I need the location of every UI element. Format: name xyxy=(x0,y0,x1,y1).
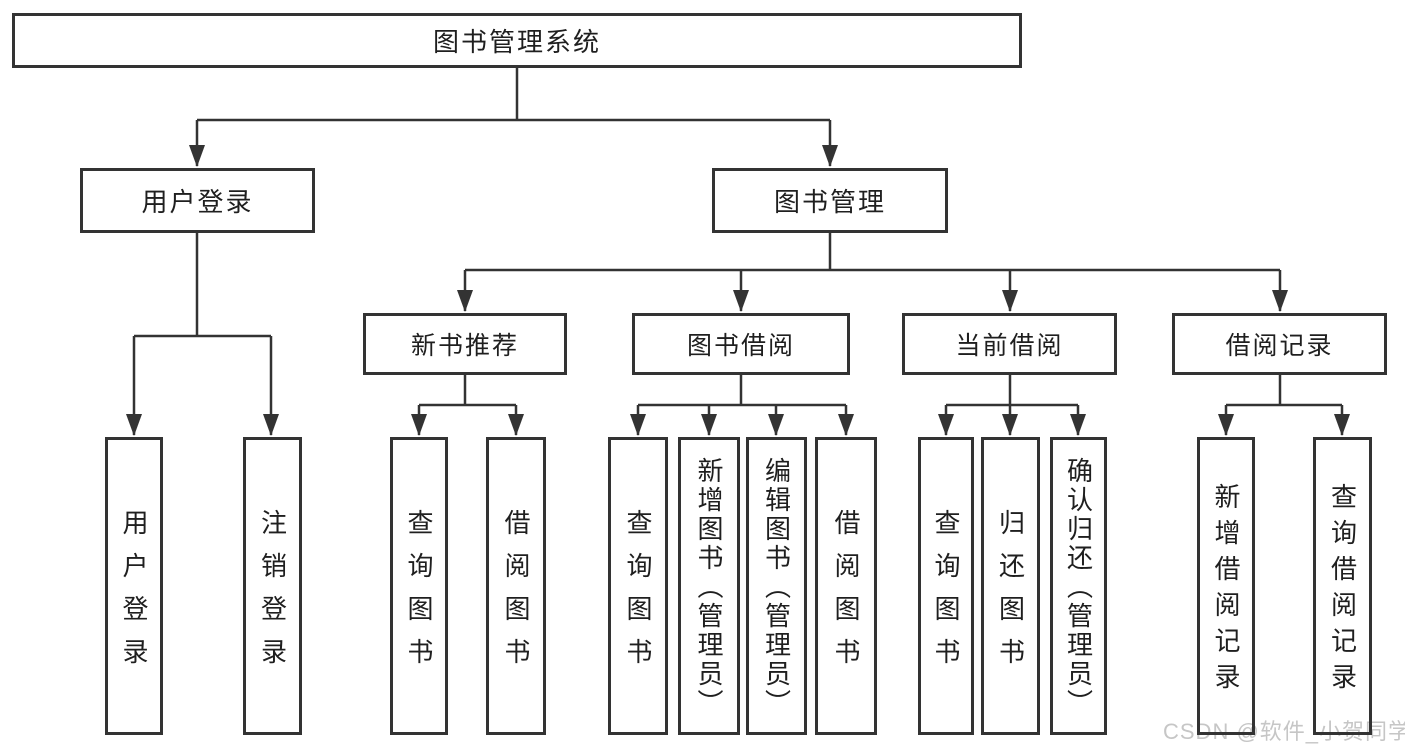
leaf-user-login: 用户登录 xyxy=(105,437,163,735)
node-label: 借阅记录 xyxy=(1225,332,1334,360)
leaf-label: 查询图书 xyxy=(931,508,961,681)
node-label: 当前借阅 xyxy=(955,332,1064,360)
leaf-label: 查询图书 xyxy=(404,508,434,681)
leaf-label: 编辑图书（管理员） xyxy=(761,457,792,718)
node-book-borrow: 图书借阅 xyxy=(632,313,850,375)
node-label: 图书借阅 xyxy=(686,332,795,360)
node-new-book-recommend: 新书推荐 xyxy=(363,313,567,375)
leaf-label: 查询图书 xyxy=(623,508,653,681)
leaf-borrow-books-a: 借阅图书 xyxy=(486,437,546,735)
leaf-label: 确认归还（管理员） xyxy=(1063,457,1094,718)
node-current-borrow: 当前借阅 xyxy=(902,313,1117,375)
leaf-label: 用户登录 xyxy=(119,508,149,681)
leaf-borrow-books-b: 借阅图书 xyxy=(815,437,877,735)
leaf-logout: 注销登录 xyxy=(243,437,302,735)
leaf-label: 新增借阅记录 xyxy=(1211,483,1241,699)
node-label: 用户登录 xyxy=(141,187,254,217)
node-book-management: 图书管理 xyxy=(712,168,948,233)
leaf-label: 归还图书 xyxy=(995,508,1026,681)
node-user-login: 用户登录 xyxy=(80,168,315,233)
leaf-label: 查询借阅记录 xyxy=(1327,483,1358,699)
leaf-return-books: 归还图书 xyxy=(981,437,1040,735)
leaf-confirm-return-admin: 确认归还（管理员） xyxy=(1050,437,1107,735)
node-label: 新书推荐 xyxy=(410,332,519,360)
csdn-watermark: CSDN @软件_小贺同学 xyxy=(1163,719,1405,744)
node-borrow-record: 借阅记录 xyxy=(1172,313,1387,375)
leaf-query-books-a: 查询图书 xyxy=(390,437,448,735)
leaf-add-borrow-record: 新增借阅记录 xyxy=(1197,437,1255,735)
leaf-label: 借阅图书 xyxy=(501,508,531,681)
leaf-query-books-c: 查询图书 xyxy=(918,437,974,735)
node-label: 图书管理系统 xyxy=(432,27,601,57)
leaf-query-books-b: 查询图书 xyxy=(608,437,668,735)
leaf-edit-books-admin: 编辑图书（管理员） xyxy=(746,437,807,735)
leaf-label: 注销登录 xyxy=(257,508,288,681)
leaf-query-borrow-record: 查询借阅记录 xyxy=(1313,437,1372,735)
leaf-add-books-admin: 新增图书（管理员） xyxy=(678,437,740,735)
node-root-system: 图书管理系统 xyxy=(12,13,1022,68)
node-label: 图书管理 xyxy=(773,187,886,217)
leaf-label: 新增图书（管理员） xyxy=(694,457,724,718)
leaf-label: 借阅图书 xyxy=(831,508,861,681)
